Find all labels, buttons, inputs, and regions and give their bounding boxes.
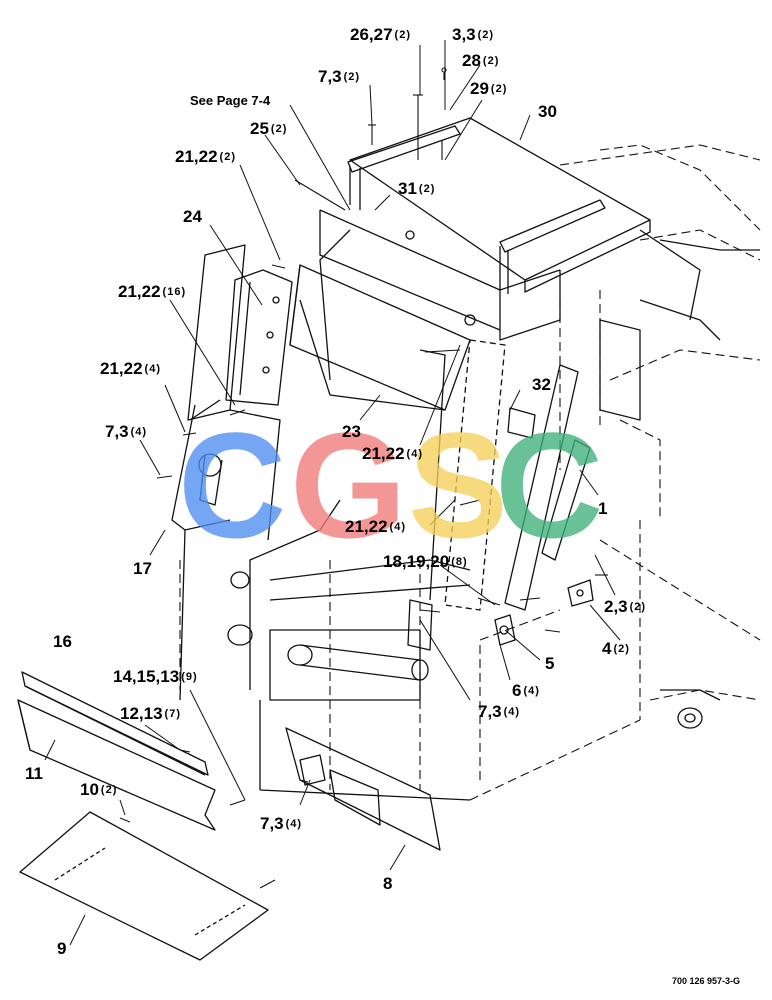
- drawing-part-number: 700 126 957-3-G: [672, 976, 741, 986]
- callout-10: 10(2): [80, 780, 118, 799]
- watermark-letter: G: [290, 401, 407, 569]
- leader-lines: [44, 40, 621, 946]
- shield-11: [17, 699, 216, 831]
- callout-7-3-a: 7,3(4): [105, 422, 148, 441]
- shield-panel-23: [289, 264, 471, 411]
- callout-7-3-b: 7,3(4): [478, 702, 521, 721]
- callout-21-22-a: 21,22(2): [175, 147, 236, 166]
- callout-29: 29(2): [470, 79, 508, 98]
- strip-16: [21, 671, 209, 776]
- callout-21-22-e: 21,22(4): [345, 517, 406, 536]
- callout-21-22-c: 21,22(4): [100, 359, 161, 378]
- callout-6: 6(4): [512, 681, 540, 700]
- lower-shield-8: [285, 727, 441, 851]
- watermark-letter: S: [408, 401, 509, 569]
- callout-31: 31(2): [398, 179, 436, 198]
- callout-9: 9: [57, 939, 67, 958]
- upper-frame-panel: [319, 209, 561, 341]
- callout-28: 28(2): [462, 51, 500, 70]
- callout-30: 30: [538, 102, 557, 121]
- callout-7-3-top: 7,3(2): [318, 67, 361, 86]
- callout-24: 24: [183, 207, 202, 226]
- callout-21-22-b: 21,22(16): [118, 282, 187, 301]
- callout-7-3-c: 7,3(4): [260, 814, 303, 833]
- callout-12-13: 12,13(7): [120, 704, 181, 723]
- callout-23: 23: [342, 422, 361, 441]
- callout-3-3: 3,3(2): [452, 25, 495, 44]
- callout-11: 11: [25, 764, 43, 783]
- callout-25: 25(2): [250, 119, 288, 138]
- callout-14-15-13: 14,15,13(9): [113, 667, 198, 686]
- watermark-letter: C: [495, 401, 604, 569]
- callout-1: 1: [598, 499, 608, 518]
- callout-26-27: 26,27(2): [350, 25, 411, 44]
- bottom-panel-9: [19, 811, 269, 961]
- callout-32: 32: [532, 375, 551, 394]
- callout-21-22-d: 21,22(4): [362, 444, 423, 463]
- side-plate-17: [171, 244, 281, 701]
- callout-5: 5: [545, 654, 555, 673]
- machine-frame: [189, 229, 760, 801]
- page-reference-note: See Page 7-4: [190, 93, 271, 108]
- callout-18-19-20: 18,19,20(8): [383, 552, 468, 571]
- shaft-assembly: [227, 559, 471, 701]
- callout-8: 8: [383, 874, 393, 893]
- top-cover-30: [347, 117, 651, 294]
- callout-16: 16: [53, 632, 72, 651]
- watermark-letter: C: [178, 401, 287, 569]
- right-bar-1: [504, 364, 591, 611]
- brackets-4-5-6: [494, 579, 594, 646]
- side-bracket-24: [225, 269, 293, 406]
- callout-2-3: 2,3(2): [604, 597, 647, 616]
- callout-17: 17: [133, 559, 152, 578]
- bolts: [119, 67, 608, 889]
- callout-4: 4(2): [602, 639, 630, 658]
